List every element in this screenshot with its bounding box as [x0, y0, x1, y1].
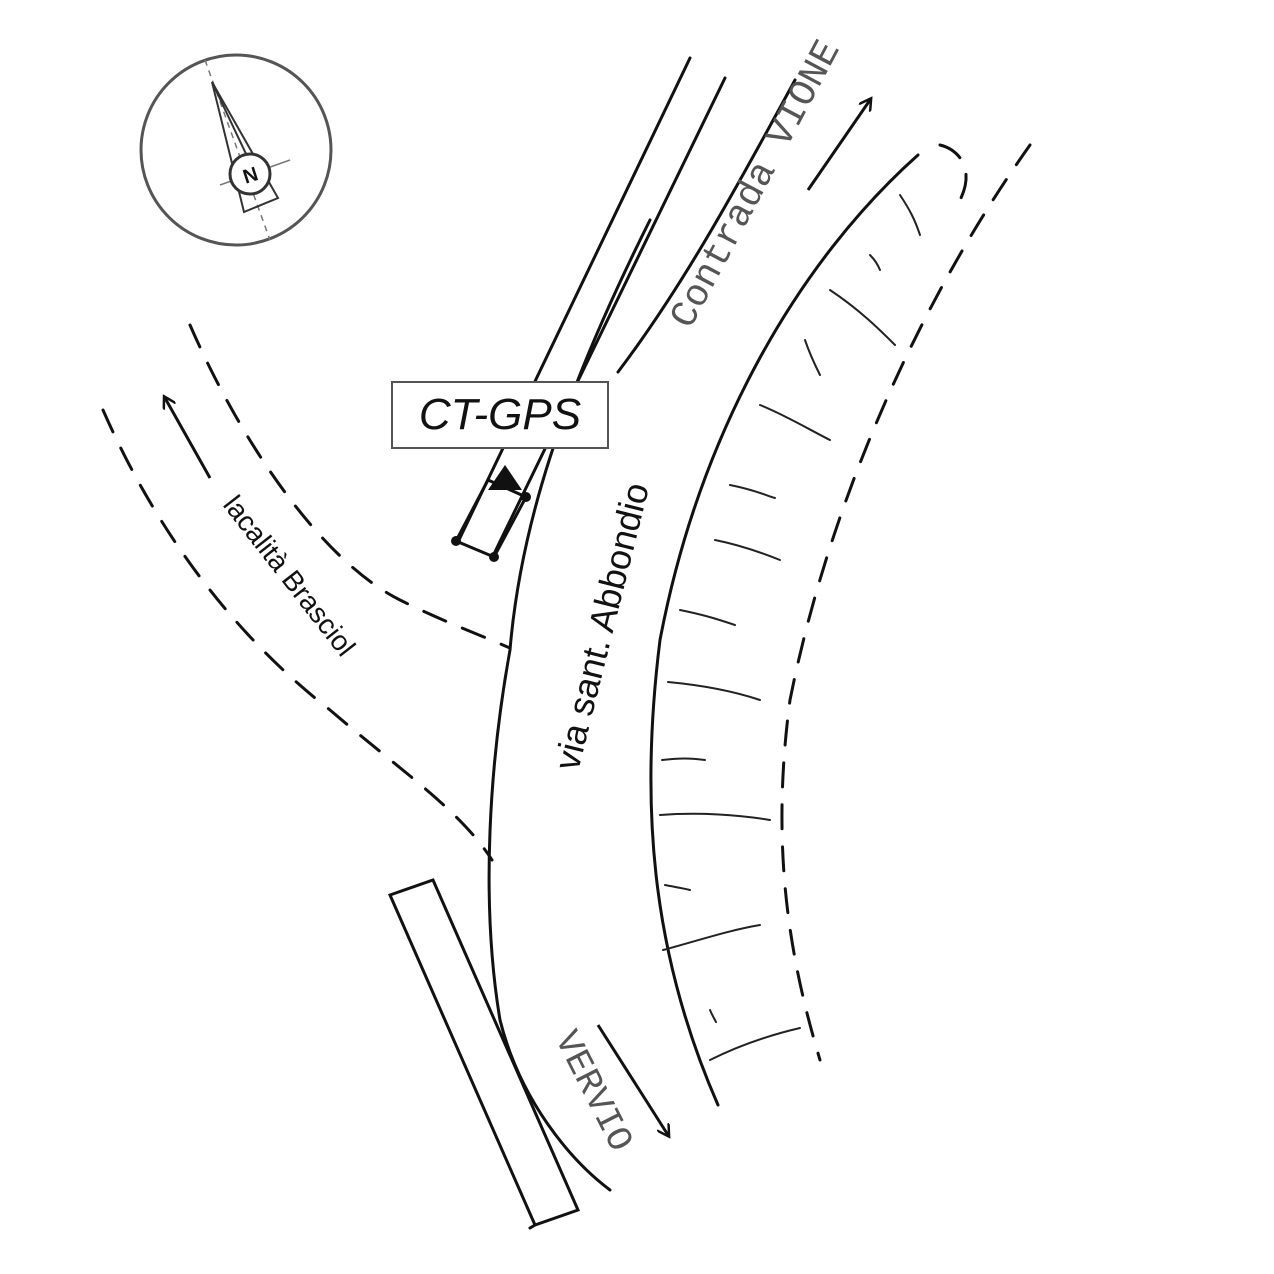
road-edge-upper-2 [490, 76, 727, 560]
label-main-road: via sant. Abbondio [546, 479, 657, 774]
station-label-box: CT-GPS [391, 381, 609, 449]
north-arrow-icon [211, 81, 280, 214]
side-road-edge-south [101, 408, 494, 862]
arrow-to-vione-icon [806, 100, 870, 191]
label-brasciol: lacalità Brasciol [217, 490, 361, 662]
side-road-edge-north [188, 323, 512, 650]
road-edge-east-dashed-top [938, 143, 968, 202]
road-edge-upper-1 [456, 56, 692, 544]
road-edge-south [498, 1018, 612, 1192]
triangle-marker-icon [488, 465, 522, 490]
compass-rose: N [139, 53, 333, 247]
compass-north-letter: N [240, 163, 261, 188]
slope-hatching [659, 194, 921, 1061]
arrow-to-vervio-icon [596, 1024, 668, 1135]
road-edge-east-dashed [780, 143, 1032, 1062]
building-south-outline [387, 878, 581, 1227]
road-edge-west-curve [487, 218, 652, 1022]
road-edge-east-curve [649, 153, 920, 1107]
road-edge-upper-3 [616, 78, 797, 374]
building-outline [453, 478, 529, 559]
label-contrada-vione: Contrada VIONE [663, 34, 851, 336]
station-label: CT-GPS [418, 390, 582, 439]
arrow-to-brasciol-icon [165, 398, 212, 479]
